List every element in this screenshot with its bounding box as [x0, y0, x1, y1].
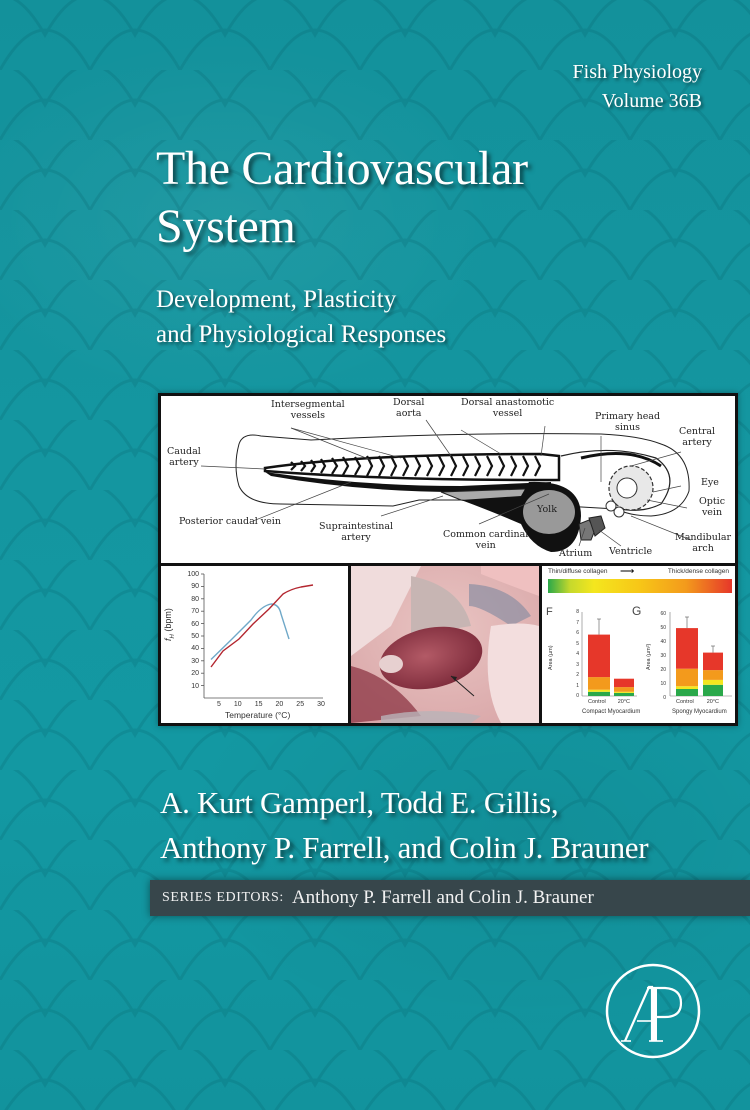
label-ventricle: Ventricle — [609, 546, 653, 557]
line-chart-plot — [201, 573, 323, 699]
label-dorsal-aorta: Dorsal aorta — [393, 397, 425, 419]
series-volume: Volume 36B — [601, 90, 702, 112]
y-axis-label: fH (bpm) — [163, 608, 176, 641]
fish-outline-illustration — [200, 419, 692, 552]
x-axis-label: Temperature (°C) — [225, 710, 291, 720]
panel-g-group-label: Spongy Myocardium — [672, 709, 727, 715]
label-eye: Eye — [701, 477, 719, 488]
subtitle-line-1: Development, Plasticity — [156, 286, 397, 313]
panel-g-letter: G — [632, 604, 642, 618]
arrow-right-icon: ⟶ — [620, 566, 635, 577]
collagen-bar-charts: Thin/diffuse collagen ⟶ Thick/dense coll… — [542, 566, 735, 723]
series-editors-strip: Series Editors: Anthony P. Farrell and C… — [150, 880, 750, 916]
label-central-artery: Central artery — [679, 426, 716, 448]
series-editors-names: Anthony P. Farrell and Colin J. Brauner — [291, 887, 594, 908]
author-list: A. Kurt Gamperl, Todd E. Gillis, Anthony… — [160, 780, 649, 870]
label-yolk: Yolk — [537, 504, 557, 515]
stacked-bars — [581, 612, 732, 697]
title-line-2: System — [156, 200, 296, 253]
panel-g-ylabel: Area (µm²) — [646, 643, 652, 670]
label-posterior-caudal-vein: Posterior caudal vein — [179, 516, 281, 527]
subtitle-line-2: and Physiological Responses — [156, 321, 447, 348]
label-supraintestinal-artery: Supraintestinal artery — [319, 521, 394, 543]
title-line-1: The Cardiovascular — [156, 142, 528, 195]
label-mandibular-arch: Mandibular arch — [675, 532, 732, 554]
authors-line-2: Anthony P. Farrell, and Colin J. Brauner — [160, 830, 649, 865]
academic-press-logo-icon — [605, 963, 701, 1059]
book-title: The Cardiovascular System — [156, 140, 528, 256]
panel-g-categories: Control 20°C — [676, 699, 720, 705]
collagen-color-scale — [548, 579, 732, 593]
book-subtitle: Development, Plasticity and Physiologica… — [156, 282, 446, 352]
panel-f-ylabel: Area (µm) — [548, 645, 554, 670]
panel-g-yticks: 60 50 40 30 20 10 0 — [660, 611, 666, 701]
zebrafish-vascular-diagram: Intersegmental vessels Dorsal aorta Dors… — [161, 396, 735, 563]
authors-line-1: A. Kurt Gamperl, Todd E. Gillis, — [160, 785, 559, 820]
label-dorsal-anastomotic-vessel: Dorsal anastomotic vessel — [461, 397, 555, 419]
series-editors-caption: Series Editors: — [162, 890, 284, 905]
dissection-image — [351, 566, 539, 723]
heart-rate-chart: 100 90 80 70 60 50 40 30 20 10 fH (bpm) … — [161, 566, 348, 723]
label-common-cardinal-vein: Common cardinal vein — [443, 529, 529, 551]
panel-f-yticks: 8 7 6 5 4 3 2 1 0 — [576, 609, 579, 699]
x-axis-ticks: 5 10 15 20 25 30 — [217, 701, 325, 708]
scale-label-left: Thin/diffuse collagen — [548, 568, 608, 575]
scale-label-right: Thick/dense collagen — [667, 568, 729, 575]
panel-f-categories: Control 20°C — [588, 699, 631, 705]
label-primary-head-sinus: Primary head sinus — [595, 411, 661, 433]
heart-dissection-photo — [351, 566, 539, 723]
label-optic-vein: Optic vein — [699, 496, 726, 518]
cover-figure: Intersegmental vessels Dorsal aorta Dors… — [158, 393, 738, 726]
label-caudal-artery: Caudal artery — [167, 446, 201, 468]
panel-f-group-label: Compact Myocardium — [582, 709, 641, 715]
series-name: Fish Physiology — [572, 61, 702, 83]
label-atrium: Atrium — [559, 548, 593, 559]
panel-f-letter: F — [546, 606, 553, 618]
y-axis-ticks: 100 90 80 70 60 50 40 30 20 10 — [187, 571, 199, 690]
series-info: Fish Physiology Volume 36B — [573, 58, 702, 116]
label-intersegmental-vessels: Intersegmental vessels — [271, 399, 345, 421]
